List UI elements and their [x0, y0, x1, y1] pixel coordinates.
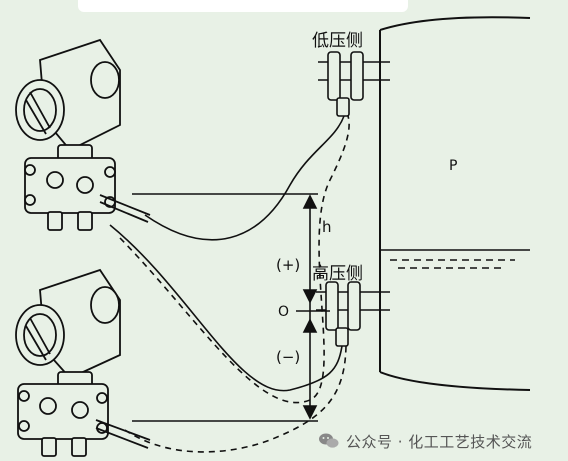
high-flange-plate-2	[347, 281, 361, 331]
wechat-icon	[319, 433, 339, 448]
upper-flange-block	[24, 157, 116, 214]
watermark: 公众号 · 化工工艺技术交流	[318, 430, 532, 452]
low-capillary-dashed	[119, 115, 350, 404]
high-flange-plate-1	[325, 281, 339, 331]
top-white-card	[78, 0, 408, 12]
low-flange-tap	[336, 97, 350, 117]
label-height: h	[322, 218, 332, 236]
label-pressure: P	[449, 158, 457, 174]
label-zero: O	[278, 304, 289, 320]
high-side-flange	[316, 281, 390, 347]
arrow-mid-down	[302, 318, 318, 333]
tank-left-wall	[379, 16, 531, 31]
low-flange-plate-2	[350, 51, 364, 101]
lower-transmitter	[15, 268, 151, 457]
arrow-top	[302, 194, 318, 209]
label-minus: (−)	[276, 348, 300, 366]
capillary-lines	[109, 115, 350, 453]
high-capillary-solid	[109, 224, 343, 392]
arrow-bottom	[302, 405, 318, 420]
low-side-flange	[318, 51, 390, 117]
low-capillary-solid	[144, 115, 345, 241]
arrow-mid-up	[302, 289, 318, 304]
reference-lines	[132, 193, 330, 422]
label-plus: (+)	[276, 256, 300, 274]
dimension-arrows	[302, 194, 318, 420]
upper-transmitter	[15, 38, 151, 231]
watermark-text: 公众号 · 化工工艺技术交流	[346, 432, 533, 451]
lower-flange-block	[17, 383, 109, 440]
liquid-surface	[380, 249, 530, 269]
high-capillary-dashed	[124, 345, 347, 453]
tank-bottom	[379, 371, 531, 391]
label-low-side: 低压侧	[312, 31, 363, 51]
storage-tank	[379, 16, 531, 391]
high-flange-tap	[335, 327, 349, 347]
low-flange-plate-1	[327, 51, 341, 101]
upper-side-cap	[90, 61, 120, 99]
lower-side-cap	[90, 286, 120, 324]
label-high-side: 高压侧	[312, 264, 363, 284]
